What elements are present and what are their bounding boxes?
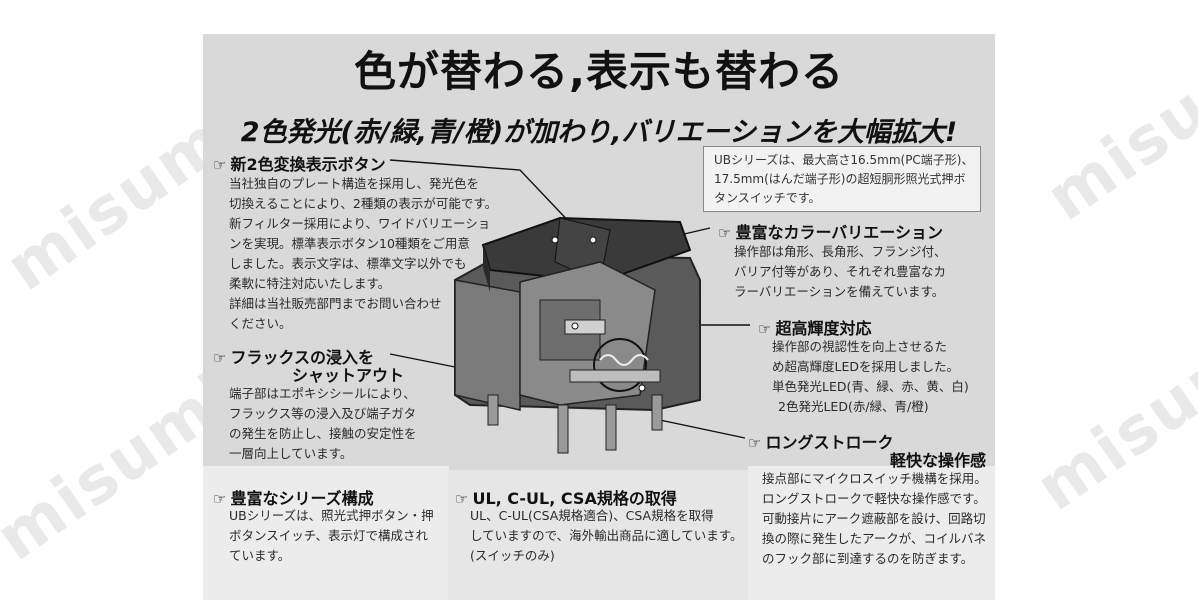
feature-text-long-stroke: 接点部にマイクロスイッチ機構を採用。 ロングストロークで軽快な操作感です。 可動… — [762, 471, 987, 566]
pointing-hand-icon: ☞ — [213, 156, 227, 174]
panel-cutout-middle — [448, 470, 748, 600]
pointing-hand-icon: ☞ — [748, 434, 762, 452]
feature-heading-certification: ☞UL, C-UL, CSA規格の取得 — [455, 489, 677, 508]
pointing-hand-icon: ☞ — [758, 320, 772, 338]
feature-text-certification: UL、C-UL(CSA規格適合)、CSA規格を取得 していますので、海外輸出商品… — [470, 508, 743, 563]
bullet-dot-icon — [551, 236, 559, 244]
series-info-box: UBシリーズは、最大高さ16.5mm(PC端子形)、 17.5mm(はんだ端子形… — [703, 146, 981, 212]
feature-text-high-brightness: 操作部の視認性を向上させるた め超高輝度LEDを採用しました。 単色発光LED(… — [772, 339, 969, 414]
page-subtitle: 2色発光(赤/緑,青/橙)が加わり,バリエーションを大幅拡大! — [240, 117, 958, 148]
info-line: タンスイッチです。 — [714, 191, 821, 205]
pointing-hand-icon: ☞ — [213, 490, 227, 508]
info-line: UBシリーズは、最大高さ16.5mm(PC端子形)、 — [714, 153, 974, 167]
feature-text-color-variation: 操作部は角形、長角形、フランジ付、 バリア付等があり、それぞれ豊富なカ ラーバリ… — [734, 244, 947, 299]
info-line: 17.5mm(はんだ端子形)の超短胴形照光式押ボ — [714, 172, 966, 186]
feature-heading-high-brightness: ☞超高輝度対応 — [758, 319, 872, 338]
feature-heading-long-stroke: ☞ロングストローク — [748, 433, 894, 452]
feature-heading-long-stroke-line2: 軽快な操作感 — [890, 451, 987, 470]
pointing-hand-icon: ☞ — [455, 490, 469, 508]
feature-heading-flux-shutout-line2: シャットアウト — [292, 366, 405, 385]
panel-cutout-right — [748, 466, 995, 600]
feature-heading-flux-shutout: ☞フラックスの浸入を — [213, 348, 374, 367]
feature-text-series-lineup: UBシリーズは、照光式押ボタン・押 ボタンスイッチ、表示灯で構成され ています。 — [229, 508, 434, 563]
page-title: 色が替わる,表示も替わる — [354, 47, 844, 96]
feature-text-two-color-button: 当社独自のプレート構造を採用し、発光色を 切換えることにより、2種類の表示が可能… — [229, 176, 498, 331]
bullet-dot-icon — [638, 384, 646, 392]
bullet-dot-icon — [571, 322, 579, 330]
feature-heading-series-lineup: ☞豊富なシリーズ構成 — [213, 489, 374, 508]
pointing-hand-icon: ☞ — [718, 224, 732, 242]
feature-heading-two-color-button: ☞新2色変換表示ボタン — [213, 155, 386, 174]
pointing-hand-icon: ☞ — [213, 349, 227, 367]
bullet-dot-icon — [589, 236, 597, 244]
feature-heading-color-variation: ☞豊富なカラーバリエーション — [718, 223, 943, 242]
panel-cutout-left — [203, 466, 449, 600]
feature-text-flux-shutout: 端子部はエポキシシールにより、 フラックス等の浸入及び端子ガタ の発生を防止し、… — [229, 386, 417, 461]
